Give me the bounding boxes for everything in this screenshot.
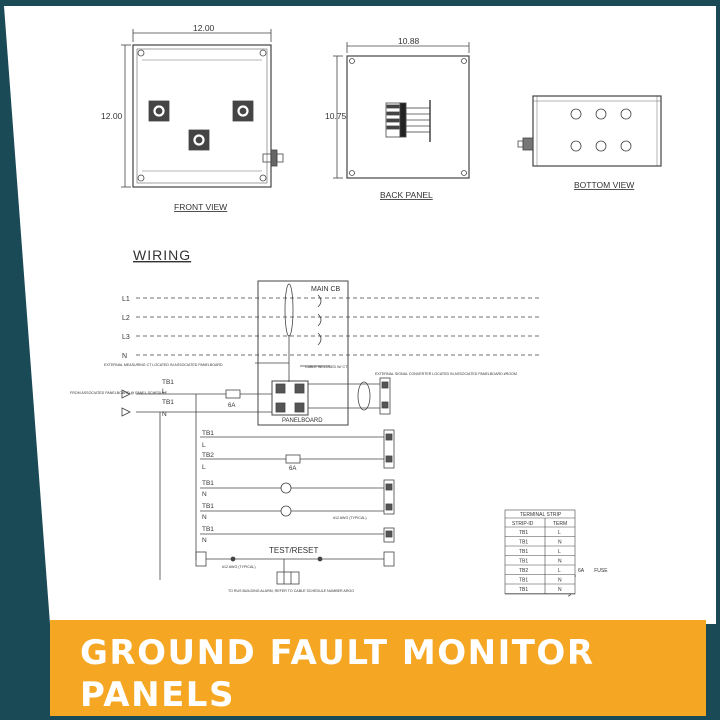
back-panel — [333, 42, 470, 179]
main-cb-label: MAIN CB — [311, 286, 341, 293]
terminal-strip-id: TB2 — [519, 568, 528, 574]
tb-label: TB1 — [162, 379, 174, 386]
tb-label: TB1 — [202, 430, 214, 437]
tb-label: N — [202, 537, 207, 544]
tb-label: L — [202, 442, 206, 449]
line-l1-label: L1 — [122, 296, 130, 303]
back-width-dim: 10.88 — [398, 36, 420, 46]
banner-title: GROUND FAULT MONITOR PANELS — [80, 633, 595, 715]
tb-label: TB1 — [202, 526, 214, 533]
line-n-label: N — [122, 353, 127, 360]
terminal-strip-id: TB1 — [519, 578, 528, 584]
from-panel-note: FROM ASSOCIATED PANELBOARD @ PANEL SCHED… — [70, 391, 168, 395]
line-l3-label: L3 — [122, 334, 130, 341]
tb-label: TB1 — [202, 480, 214, 487]
terminal-strip-header: TERM — [553, 521, 567, 527]
cable-note: CABLE INCLUDED W/ CT — [305, 365, 348, 369]
tb-label: TB2 — [202, 452, 214, 459]
terminal-strip-header: STRIP-ID — [512, 521, 534, 527]
front-view-caption: FRONT VIEW — [174, 202, 227, 212]
tb-label: TB1 — [162, 399, 174, 406]
terminal-strip-term: N — [558, 559, 562, 565]
ct-note: EXTERNAL MEASURING CT LOCATED IN ASSOCIA… — [104, 363, 223, 367]
terminal-strip-id: TB1 — [519, 540, 528, 546]
terminal-strip-term: N — [558, 587, 562, 593]
panelboard-label: PANELBOARD — [282, 418, 323, 424]
tb-label: N — [162, 411, 167, 418]
line-l2-label: L2 — [122, 315, 130, 322]
terminal-strip-term: N — [558, 540, 562, 546]
front-height-dim: 12.00 — [101, 111, 123, 121]
tb-label: N — [202, 491, 207, 498]
tb-label: TB1 — [202, 503, 214, 510]
title-banner: GROUND FAULT MONITOR PANELS — [50, 620, 706, 716]
terminal-strip-id: TB1 — [519, 587, 528, 593]
tb-label: L — [162, 388, 166, 395]
awg-note-1: #12 AWG (TYPICAL) — [333, 516, 367, 520]
front-view — [121, 29, 284, 188]
front-width-dim: 12.00 — [193, 23, 215, 33]
terminal-strip-term: L — [558, 530, 561, 536]
converter-note: EXTERNAL SIGNAL CONVERTER LOCATED IN ASS… — [375, 372, 517, 376]
test-reset-label: TEST/RESET — [269, 546, 318, 555]
terminal-strip-id: TB1 — [519, 549, 528, 555]
bottom-view — [517, 95, 662, 167]
tb-label: L — [202, 464, 206, 471]
terminal-strip-term: N — [558, 578, 562, 584]
paper — [4, 6, 716, 624]
back-height-dim: 10.75 — [325, 111, 347, 121]
fuse-6a-label: 6A — [289, 466, 296, 472]
tb-label: N — [202, 514, 207, 521]
fuse-6a-label: 6A — [228, 403, 235, 409]
awg-note-2: #12 AWG (TYPICAL) — [222, 565, 256, 569]
wiring-diagram — [121, 280, 577, 597]
fuse-6a-note: 6A FUSE — [578, 568, 608, 574]
remote-note: TO RUS BUILDING ALARM, REFER TO CABLE SC… — [228, 589, 354, 593]
terminal-strip-id: TB1 — [519, 530, 528, 536]
terminal-strip-id: TB1 — [519, 559, 528, 565]
terminal-strip-title: TERMINAL STRIP — [520, 512, 562, 518]
back-panel-caption: BACK PANEL — [380, 190, 433, 200]
terminal-strip-term: L — [558, 568, 561, 574]
bottom-view-caption: BOTTOM VIEW — [574, 180, 634, 190]
terminal-strip-term: L — [558, 549, 561, 555]
wiring-title: WIRING — [133, 247, 191, 263]
